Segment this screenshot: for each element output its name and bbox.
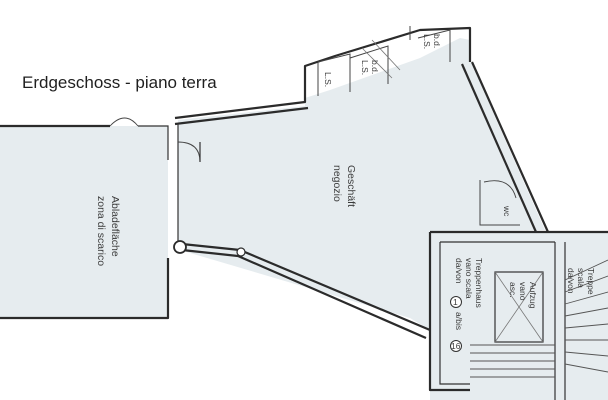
closets: L.S. L.S. b.d. L.S. b.d. [317,26,451,96]
shop-room [173,26,550,340]
stairwell-label-3: da/von [454,258,464,284]
wc-label: wc [502,205,512,217]
lift-label-2: vano [518,282,528,301]
loading-label-de: Abladefläche [109,196,121,257]
stairs-right-label-1: Treppe [586,268,596,295]
stairwell-label-2: vano scala [464,258,474,299]
plan-caption: Erdgeschoss - piano terra [22,73,217,92]
closet-label-1: L.S. [323,72,333,87]
shop-label-de: Geschäft [345,165,357,207]
shop-label-it: negozio [331,165,343,202]
stairs-right-label-2: scala [576,268,586,288]
closet-sub-2: b.d. [370,60,380,74]
stair-treads [470,259,608,378]
lift-label-1: Aufzug [528,282,538,309]
wc-room: wc [479,180,520,226]
stairs-right-label-3: da/von [566,268,576,294]
closet-label-2: L.S. [360,60,370,75]
closet-label-3: L.S. [422,34,432,49]
loading-area [0,117,170,320]
stairwell-label-4: a/bis [454,312,464,330]
level-from: 1 [453,297,458,307]
stairwell: 1 16 Treppenhaus vano scala da/von a/bis… [428,230,608,400]
loading-label-it: zona di scarico [95,196,107,266]
lift-label-3: asc. [508,282,518,298]
level-to: 16 [451,341,461,351]
stairwell-label-1: Treppenhaus [474,258,484,308]
closet-sub-3: b.d. [432,34,442,48]
